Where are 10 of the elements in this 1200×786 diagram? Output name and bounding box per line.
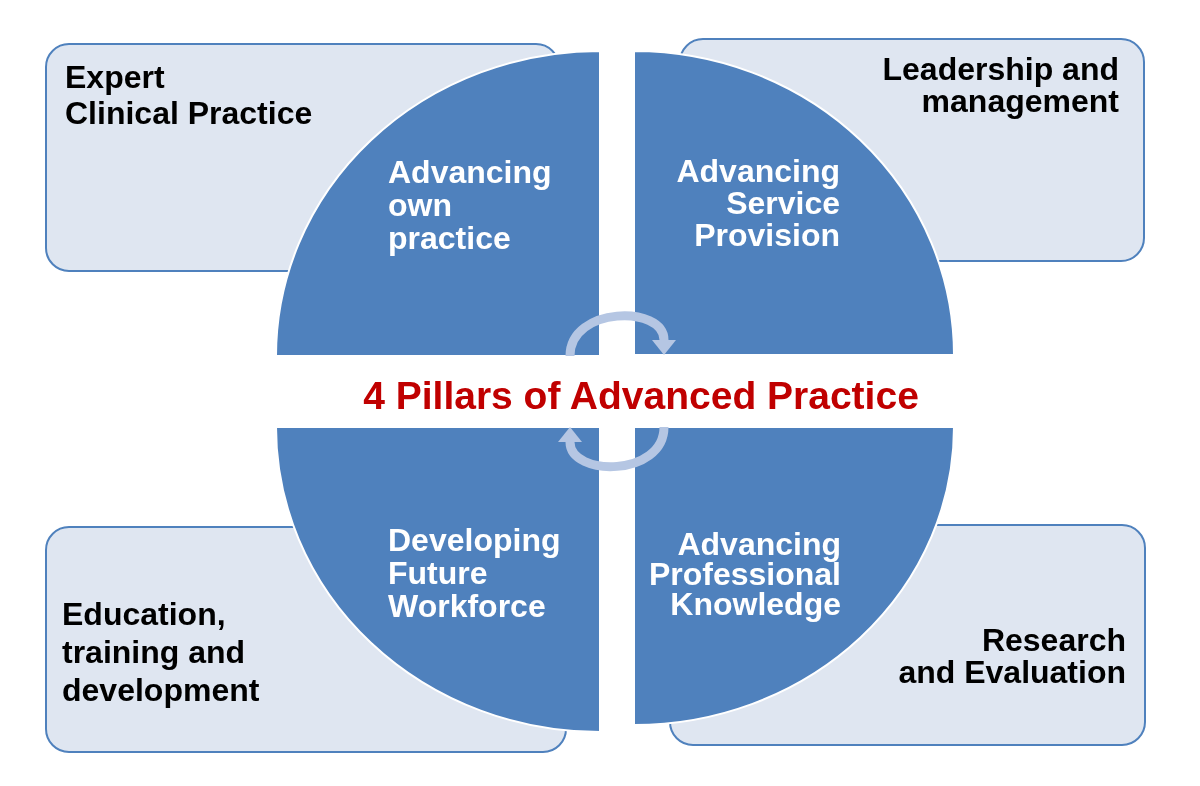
card-heading: Research and Evaluation [898,624,1126,688]
pillar-label: Advancing Service Provision [676,155,840,251]
pillar-label: Developing Future Workforce [388,524,561,623]
curved-arrow [558,426,669,471]
diagram-title: 4 Pillars of Advanced Practice [363,373,919,419]
card-heading: Education, training and development [62,595,260,709]
card-heading: Leadership and management [882,53,1119,117]
pillar-label: Advancing own practice [388,156,552,255]
curved-arrow [565,311,676,357]
card-heading: Expert Clinical Practice [65,59,313,131]
